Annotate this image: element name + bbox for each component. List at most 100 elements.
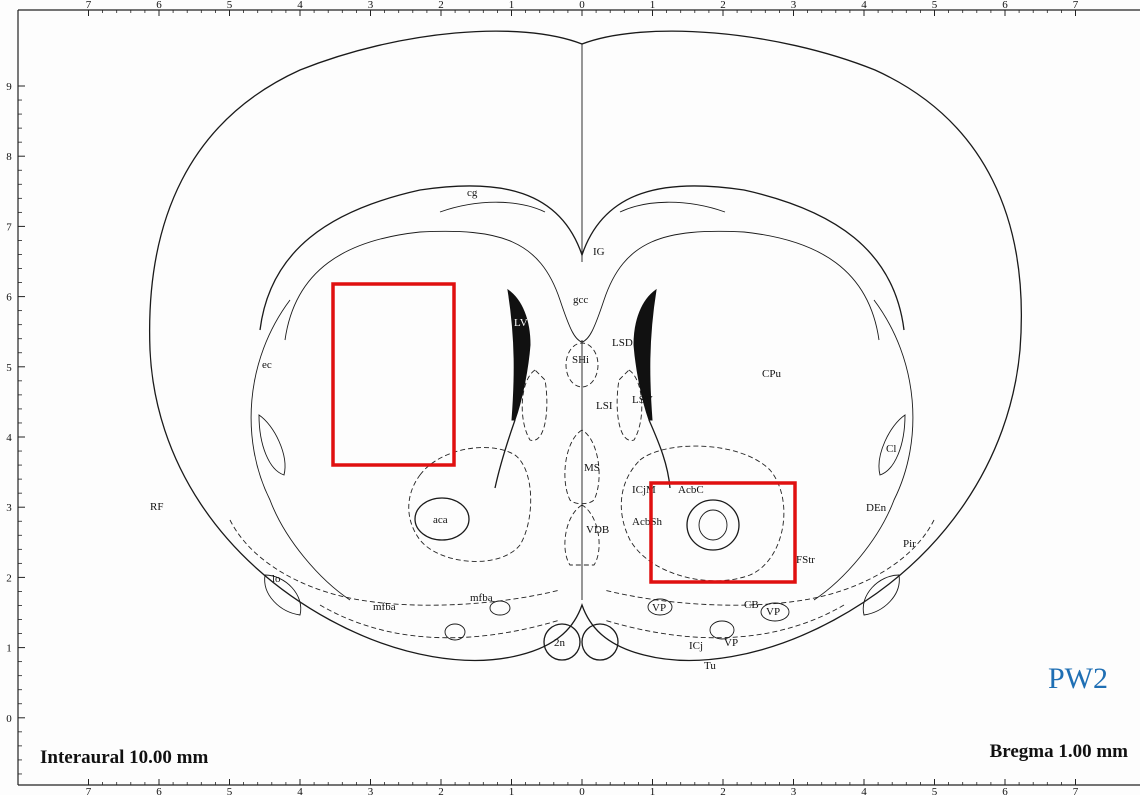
external-capsule-left bbox=[251, 300, 350, 600]
label-lo: lo bbox=[272, 573, 281, 585]
ventral-right bbox=[604, 520, 934, 605]
bottom-ruler-label: 3 bbox=[791, 786, 797, 795]
label-mfba-left: mfba bbox=[373, 601, 396, 613]
bottom-ruler-label: 5 bbox=[227, 786, 233, 795]
frame bbox=[18, 10, 1140, 785]
cingulum-r bbox=[620, 202, 725, 212]
left-ruler-label: 9 bbox=[6, 81, 12, 93]
lv-right-tail bbox=[649, 420, 670, 488]
label-RF: RF bbox=[150, 501, 163, 513]
lateral-olfactory-left bbox=[265, 575, 301, 615]
external-capsule-right bbox=[814, 300, 913, 600]
label-LSD: LSD bbox=[612, 337, 633, 349]
top-ruler-label: 7 bbox=[1073, 0, 1079, 11]
top-ruler: 7 6 5 4 3 2 1 0 1 2 3 4 5 6 7 bbox=[86, 0, 1079, 16]
region-labels: cg IG gcc LV LSD SHi CPu ec LSV LSI MS C… bbox=[150, 187, 916, 672]
interaural-label: Interaural 10.00 mm bbox=[40, 747, 208, 769]
brain-outline bbox=[150, 31, 1022, 660]
top-ruler-label: 5 bbox=[227, 0, 233, 11]
left-ruler-label: 0 bbox=[6, 713, 12, 725]
anterior-commissure-right-inner bbox=[699, 510, 727, 540]
label-LSV: LSV bbox=[632, 394, 653, 406]
cingulum bbox=[440, 202, 545, 212]
bottom-ruler: 7 6 5 4 3 2 1 0 1 2 3 4 5 6 7 bbox=[86, 779, 1079, 795]
bottom-ruler-label: 7 bbox=[1073, 786, 1079, 795]
label-FStr: FStr bbox=[796, 554, 815, 566]
top-ruler-label: 6 bbox=[1002, 0, 1008, 11]
top-ruler-label: 6 bbox=[156, 0, 162, 11]
label-AcbSh: AcbSh bbox=[632, 516, 662, 528]
label-aca: aca bbox=[433, 514, 448, 526]
top-ruler-label: 3 bbox=[368, 0, 374, 11]
label-ICj: ICj bbox=[689, 640, 703, 652]
label-LV: LV bbox=[514, 317, 528, 329]
left-ruler: 9 8 7 6 5 4 3 2 1 0 bbox=[6, 81, 25, 774]
claustrum-left bbox=[259, 415, 285, 475]
label-SHi: SHi bbox=[572, 354, 589, 366]
left-ruler-label: 8 bbox=[6, 151, 12, 163]
lv-left-tail bbox=[495, 420, 515, 488]
top-ruler-label: 0 bbox=[579, 0, 585, 11]
bottom-ruler-label: 4 bbox=[861, 786, 867, 795]
label-2n: 2n bbox=[554, 637, 566, 649]
label-CB: CB bbox=[744, 599, 759, 611]
lateral-olfactory-right bbox=[863, 575, 899, 615]
label-gcc: gcc bbox=[573, 294, 588, 306]
label-VP-3: VP bbox=[724, 637, 738, 649]
label-Tu: Tu bbox=[704, 660, 716, 672]
lsv-left bbox=[522, 370, 547, 440]
label-ec: ec bbox=[262, 359, 272, 371]
left-ruler-label: 1 bbox=[6, 643, 12, 655]
label-CPu: CPu bbox=[762, 368, 781, 380]
left-ruler-label: 6 bbox=[6, 292, 12, 304]
highlight-box-right bbox=[651, 483, 795, 582]
bottom-ruler-label: 2 bbox=[438, 786, 444, 795]
label-VP-2: VP bbox=[766, 606, 780, 618]
left-ruler-label: 7 bbox=[6, 221, 12, 233]
label-MS: MS bbox=[584, 462, 600, 474]
label-AcbC: AcbC bbox=[678, 484, 704, 496]
top-ruler-label: 7 bbox=[86, 0, 92, 11]
top-ruler-label: 4 bbox=[297, 0, 303, 11]
pw2-label: PW2 bbox=[1048, 662, 1108, 696]
ventral-left bbox=[230, 520, 560, 605]
bottom-ruler-label: 7 bbox=[86, 786, 92, 795]
top-ruler-label: 2 bbox=[438, 0, 444, 11]
bottom-ruler-label: 6 bbox=[1002, 786, 1008, 795]
bottom-ruler-label: 5 bbox=[932, 786, 938, 795]
label-LSI: LSI bbox=[596, 400, 613, 412]
label-DEn: DEn bbox=[866, 502, 887, 514]
top-ruler-label: 1 bbox=[650, 0, 656, 11]
label-Cl: Cl bbox=[886, 443, 896, 455]
lateral-ventricle-left bbox=[508, 290, 530, 420]
top-ruler-label: 4 bbox=[861, 0, 867, 11]
accumbens-right-outer bbox=[621, 446, 784, 581]
bottom-ruler-label: 2 bbox=[720, 786, 726, 795]
bottom-ruler-label: 0 bbox=[579, 786, 585, 795]
label-VP-1: VP bbox=[652, 602, 666, 614]
highlight-box-left bbox=[333, 284, 454, 465]
left-ruler-label: 4 bbox=[6, 432, 12, 444]
vp-island-left-2 bbox=[490, 601, 510, 615]
bregma-label: Bregma 1.00 mm bbox=[990, 741, 1128, 763]
label-mfba-right: mfba bbox=[470, 592, 493, 604]
anterior-commissure-right bbox=[687, 500, 739, 550]
top-ruler-label: 1 bbox=[509, 0, 515, 11]
top-ruler-label: 2 bbox=[720, 0, 726, 11]
bottom-ruler-label: 3 bbox=[368, 786, 374, 795]
left-ruler-label: 5 bbox=[6, 362, 12, 374]
top-ruler-label: 3 bbox=[791, 0, 797, 11]
bottom-ruler-label: 4 bbox=[297, 786, 303, 795]
label-IG: IG bbox=[593, 246, 605, 258]
left-ruler-label: 3 bbox=[6, 502, 12, 514]
left-ruler-label: 2 bbox=[6, 572, 12, 584]
top-ruler-label: 5 bbox=[932, 0, 938, 11]
label-cg: cg bbox=[467, 187, 478, 199]
label-VDB: VDB bbox=[586, 524, 609, 536]
bottom-ruler-label: 1 bbox=[509, 786, 515, 795]
bottom-ruler-label: 1 bbox=[650, 786, 656, 795]
bottom-ruler-label: 6 bbox=[156, 786, 162, 795]
label-Pir: Pir bbox=[903, 538, 916, 550]
